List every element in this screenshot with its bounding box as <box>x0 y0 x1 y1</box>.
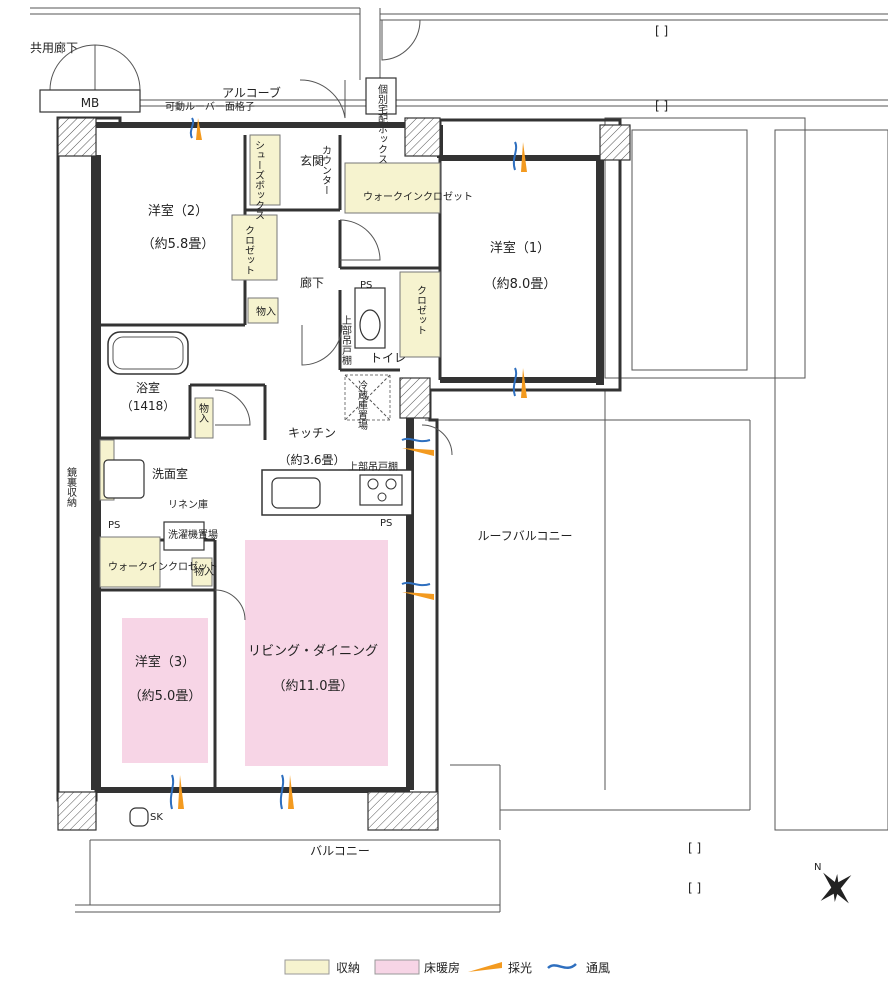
bath-size-label: （1418） <box>121 399 176 413</box>
fridge-label: 冷蔵庫置場 <box>356 379 368 431</box>
shoe-box-label: シューズボックス <box>253 140 265 220</box>
north-arrow-icon: N <box>814 862 852 904</box>
ps-toilet-label: PS <box>360 280 372 291</box>
legend-item-storage: 収納 <box>284 959 360 975</box>
living-label: リビング・ダイニング <box>248 644 378 659</box>
closet-room2-label: クロゼット <box>243 225 255 275</box>
legend: 収納 床暖房 採光 通風 <box>284 959 610 975</box>
kitchen-label: キッチン <box>288 426 336 440</box>
living-area: （約11.0畳） <box>273 679 354 694</box>
mirror-storage-label: 鏡裏収納 <box>65 466 77 508</box>
storage-hall-label: 物入 <box>256 305 276 318</box>
hallway-label: 廊下 <box>300 275 324 290</box>
sk-sink <box>129 807 149 827</box>
room3-label: 洋室（3） <box>135 654 195 670</box>
walkin-closet-3-label: ウォークインクロゼット <box>108 561 218 573</box>
cooktop <box>359 474 403 506</box>
legend-heating-label: 床暖房 <box>424 960 460 975</box>
context-marks: [ ] [ ] [ ] [ ] <box>655 24 701 895</box>
counter-label: カウンター <box>320 145 332 195</box>
kitchen-sink <box>271 477 321 509</box>
storage-areas <box>99 134 441 588</box>
svg-text:[ ]: [ ] <box>655 24 668 38</box>
light-wind-markers <box>169 117 527 810</box>
context-lines <box>30 7 888 913</box>
upper-cabinet-kitchen-label: 上部吊戸棚 <box>348 460 398 473</box>
fixtures <box>103 287 413 827</box>
ventilation-icon: 通風 <box>547 961 610 975</box>
storage-bath-label: 物入 <box>197 402 209 423</box>
svg-text:[ ]: [ ] <box>688 841 701 855</box>
room1-area: （約8.0畳） <box>484 277 557 292</box>
entrance-label: 玄関 <box>300 153 324 168</box>
legend-daylight-label: 採光 <box>508 961 532 975</box>
structural-columns <box>57 117 631 831</box>
alcove-label: アルコーブ <box>222 85 281 100</box>
washroom-label: 洗面室 <box>152 466 188 481</box>
washer-label: 洗濯機置場 <box>168 528 218 541</box>
balcony-label: バルコニー <box>310 844 370 858</box>
legend-item-floor-heating: 床暖房 <box>374 959 460 975</box>
linen-label: リネン庫 <box>168 498 208 511</box>
shared-corridor-label: 共用廊下 <box>30 40 78 55</box>
bathtub <box>107 331 189 375</box>
wash-basin <box>103 459 145 499</box>
washer-space <box>163 521 205 551</box>
legend-storage-label: 収納 <box>336 961 360 975</box>
floor-heating-zones <box>122 540 388 766</box>
mb-box <box>39 89 141 113</box>
corridor-doors <box>49 19 421 119</box>
upper-cabinet-toilet-label: 上部吊戸棚 <box>340 315 352 366</box>
toilet-label: トイレ <box>370 351 406 365</box>
ps-wash-label: PS <box>108 520 120 531</box>
svg-text:[ ]: [ ] <box>688 881 701 895</box>
delivery-box <box>365 77 397 115</box>
louver-label: 可動ルーバー面格子 <box>165 100 255 113</box>
room3-area: （約5.0畳） <box>129 689 202 704</box>
room2-label: 洋室（2） <box>148 203 208 219</box>
ps-kitchen-label: PS <box>380 518 392 529</box>
legend-ventilation-label: 通風 <box>586 961 610 975</box>
sk-label: SK <box>150 812 163 823</box>
roof-balcony-label: ルーフバルコニー <box>477 529 572 543</box>
walkin-closet-1-label: ウォークインクロゼット <box>363 191 473 203</box>
svg-text:[ ]: [ ] <box>655 99 668 113</box>
kitchen-area: （約3.6畳） <box>278 452 345 467</box>
closet-room1-label: クロゼット <box>415 285 427 335</box>
toilet-bowl <box>354 287 386 349</box>
daylight-icon: 採光 <box>468 961 532 975</box>
mb-label: MB <box>81 96 100 110</box>
interior-doors <box>214 219 453 621</box>
north-label: N <box>814 862 821 873</box>
room1-label: 洋室（1） <box>490 240 550 256</box>
bath-label: 浴室 <box>136 380 160 395</box>
room2-area: （約5.8畳） <box>142 237 215 252</box>
storage-room3-label: 物入 <box>194 565 214 578</box>
